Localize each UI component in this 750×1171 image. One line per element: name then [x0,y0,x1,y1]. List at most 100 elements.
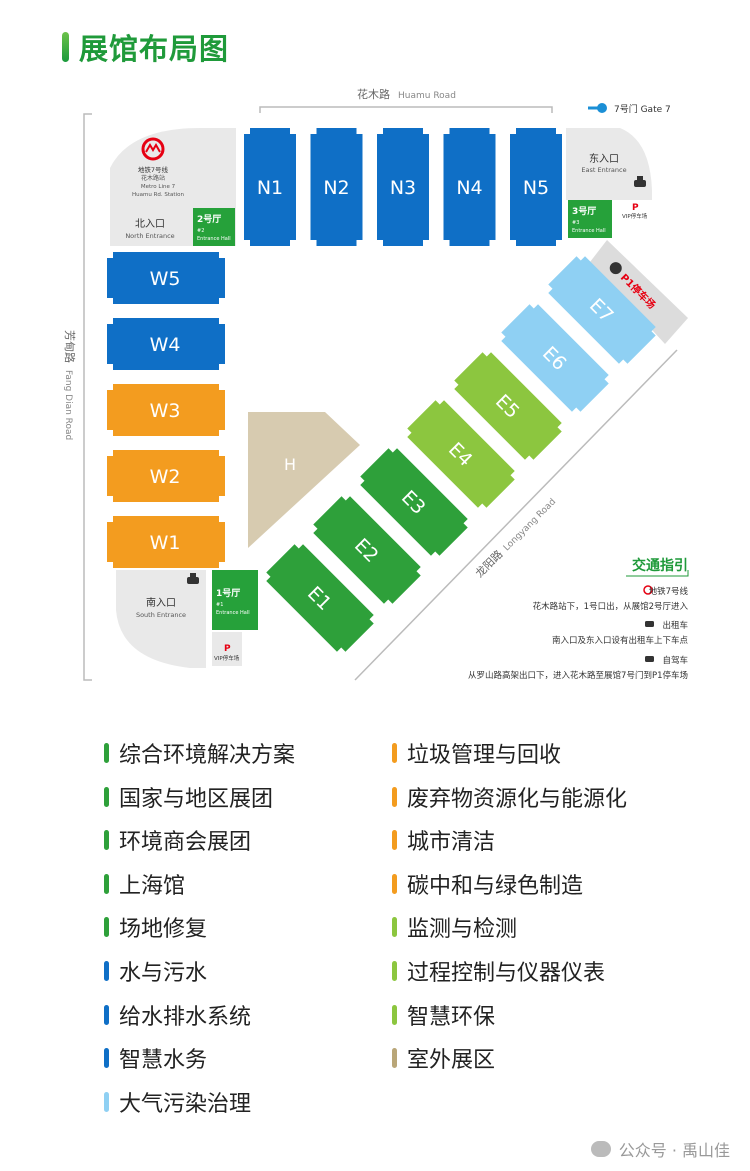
south-entrance-en: South Entrance [136,611,186,619]
traffic-metro-desc: 花木路站下，1号口出，从展馆2号厅进入 [533,601,689,612]
legend-color-bar [104,1004,109,1025]
footer-watermark: 公众号 · 禹山佳 [590,1137,730,1161]
hall-1-entrance[interactable] [212,570,258,630]
legend-color-bar [392,786,397,807]
gate7-marker: 7号门 Gate 7 [588,103,671,115]
legend-item: 大气污染治理 [104,1087,251,1117]
south-entrance-cn: 南入口 [146,596,176,609]
wechat-icon [590,1141,611,1157]
legend-color-bar [104,786,109,807]
legend-label: 智慧环保 [407,1004,496,1030]
legend-item: 智慧水务 [104,1043,207,1073]
hall-w4[interactable]: W4 [107,318,225,370]
road-huamu-en: Huamu Road [398,91,456,101]
hall-n3-label: N3 [390,177,416,199]
hall-w5-label: W5 [150,268,181,290]
east-entrance-en: East Entrance [581,166,626,174]
north-entrance-cn: 北入口 [135,218,165,230]
hall-w5[interactable]: W5 [107,252,225,304]
legend-label: 室外展区 [407,1048,496,1074]
legend-label: 场地修复 [119,917,208,943]
legend-label: 垃圾管理与回收 [407,743,562,768]
taxi-icon-east [634,176,646,187]
hall-e4[interactable]: E4 [403,396,519,512]
metro-icon [141,137,165,161]
metro-text-2: 花木路站 [141,174,165,182]
legend-label: 水与污水 [119,961,208,986]
hall-w3-label: W3 [150,400,181,422]
hall-3-entrance[interactable] [568,200,612,238]
hall-e6[interactable]: E6 [497,300,613,416]
legend-label: 过程控制与仪器仪表 [407,961,606,986]
legend-color-bar [392,873,397,894]
hall-n5[interactable]: N5 [510,128,562,246]
hall-2-num: #2 [197,228,204,234]
traffic-metro-icon [643,585,653,595]
hall-e5[interactable]: E5 [450,348,566,464]
legend-label: 碳中和与绿色制造 [407,873,584,899]
hall-2-en: Entrance Hall [197,236,231,242]
hall-n4[interactable]: N4 [443,128,496,246]
traffic-title: 交通指引 [632,557,688,574]
legend-label: 环境商会展团 [119,830,252,856]
hall-1-num: #1 [216,602,223,608]
traffic-metro-label: 地铁7号线 [649,586,689,597]
map-boundary-top [259,106,553,113]
legend-label: 城市清洁 [407,830,496,856]
hall-3-cn: 3号厅 [572,206,596,217]
metro-station: 地铁7号线 花木路站 Metro Line 7 Huamu Rd. Statio… [132,137,184,198]
legend-item: 环境商会展团 [104,825,251,855]
hall-2-entrance[interactable] [193,208,235,246]
legend-item: 碳中和与绿色制造 [392,869,583,899]
hall-n4-label: N4 [456,177,482,199]
page-title: 展馆布局图 [79,32,230,66]
legend-item: 综合环境解决方案 [104,738,295,768]
vip-p-south: P [224,644,231,654]
road-fangdian-en: Fang Dian Road [63,370,73,440]
hall-w3[interactable]: W3 [107,384,225,436]
vip-p-east: P [632,203,639,213]
hall-n5-label: N5 [523,177,549,199]
legend-item: 给水排水系统 [104,1000,251,1030]
hall-w4-label: W4 [150,334,181,356]
hall-n2-label: N2 [323,177,349,199]
title-accent-bar [62,32,69,62]
hall-n1-label: N1 [257,177,283,199]
hall-e1[interactable]: E1 [262,540,378,656]
road-longyang-cn: 龙阳路 [473,548,506,581]
metro-text-1: 地铁7号线 [138,165,169,174]
hall-w1[interactable]: W1 [107,516,225,568]
hall-n3[interactable]: N3 [377,128,429,246]
north-entrance-en: North Entrance [125,232,174,240]
legend-label: 大气污染治理 [119,1091,252,1117]
legend-item: 水与污水 [104,956,207,986]
taxi-icon-south [187,573,199,584]
legend-label: 国家与地区展团 [119,786,274,812]
legend-label: 综合环境解决方案 [119,743,296,768]
hall-e3[interactable]: E3 [356,444,472,560]
metro-text-4: Huamu Rd. Station [132,192,184,198]
hall-w2-label: W2 [150,466,181,488]
map-boundary-diagonal [354,349,678,681]
legend-item: 智慧环保 [392,1000,495,1030]
south-vip-zone [212,632,242,666]
footer-text: 公众号 · 禹山佳 [618,1141,730,1160]
hall-n1[interactable]: N1 [244,128,296,246]
hall-3-en: Entrance Hall [572,228,606,234]
legend-color-bar [104,743,109,763]
hall-e2[interactable]: E2 [309,492,425,608]
hall-h[interactable] [248,412,360,548]
hall-1-en: Entrance Hall [216,610,250,616]
page-title-wrap: 展馆布局图 [62,26,229,68]
legend-label: 废弃物资源化与能源化 [407,786,628,812]
hall-e7[interactable]: E7 [544,252,660,368]
traffic-guide: 交通指引 地铁7号线 花木路站下，1号口出，从展馆2号厅进入 出租车 南入口及东… [468,557,689,681]
hall-n2[interactable]: N2 [310,128,363,246]
vip-parking-east: VIP停车场 [622,212,648,220]
legend-color-bar [392,830,397,851]
hall-1-cn: 1号厅 [216,588,240,599]
hall-w2[interactable]: W2 [107,450,225,502]
east-entrance-cn: 东入口 [589,152,619,165]
category-legend: 综合环境解决方案国家与地区展团环境商会展团上海馆场地修复水与污水给水排水系统智慧… [104,738,724,1128]
legend-color-bar [104,1048,109,1069]
